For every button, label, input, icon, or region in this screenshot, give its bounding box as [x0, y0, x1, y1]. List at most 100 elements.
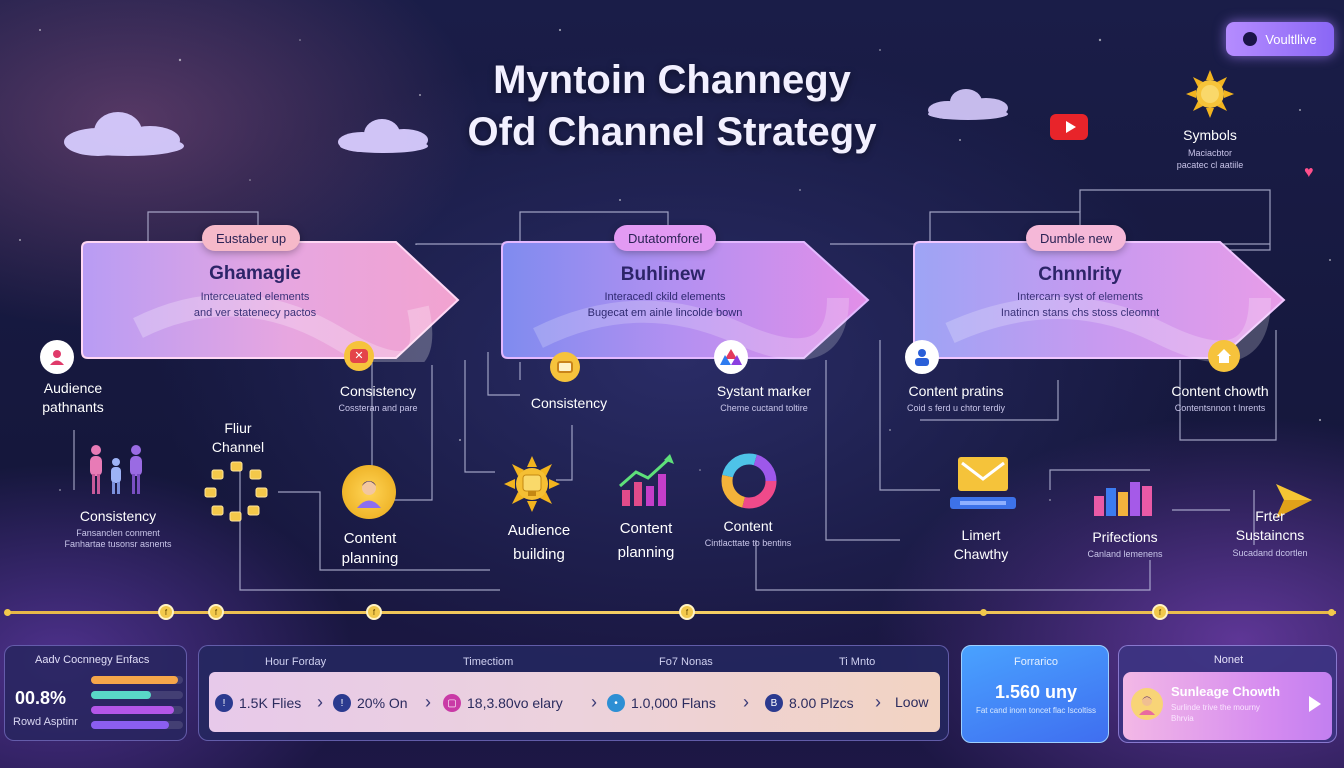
stage-sub-1-line1: Interceuated elements	[200, 291, 310, 303]
stage-sub-2-line1: Interacedl ckild elements	[604, 291, 726, 303]
stats-panel-blue: Forrarico 1.560 uny Fat cand inom toncet…	[961, 645, 1109, 743]
progress-fill	[91, 691, 151, 699]
node-content-planning-1-line2: planning	[341, 550, 399, 567]
logo-triangles-icon	[714, 340, 748, 374]
avatar-icon	[342, 465, 396, 519]
node-prifections-sub: Canland lemenens	[1087, 549, 1163, 559]
stage-pill-3[interactable]: Dumble new	[1026, 225, 1127, 251]
node-consistency-3: Consistency	[79, 508, 157, 524]
symbols-label: Symbols	[1183, 127, 1237, 143]
node-prifections: Prifections	[1092, 529, 1158, 545]
stage-pill-2[interactable]: Dutatomforel	[614, 225, 717, 251]
paper-plane-icon	[1276, 484, 1312, 518]
panel-purple-sub-line2: Bhrvia	[1171, 714, 1194, 723]
page-title-line1: Myntoin Channegy	[493, 58, 851, 102]
node-filter-channel-line1: Fliur	[224, 420, 252, 436]
node-content-planning-2: Content planning	[598, 517, 694, 565]
stat-item[interactable]: ! 20% On	[333, 694, 408, 712]
panel-left-head: Aadv Cocnnegy Enfacs	[35, 654, 150, 666]
stat-text: 1.5K Flies	[239, 695, 302, 711]
stats-panel-purple: Nonet Sunleage Chowth Surlinde trive the…	[1118, 645, 1337, 743]
panel-purple-card[interactable]: Sunleage Chowth Surlinde trive the mourn…	[1123, 672, 1332, 740]
stat-item[interactable]: ! 1.5K Flies	[215, 694, 301, 712]
node-audience-patnants-line2: pathnants	[42, 399, 104, 415]
timeline-marker[interactable]: f	[366, 604, 382, 620]
dot-icon: •	[607, 694, 625, 712]
node-filter-sustainens-sub: Sucadand dcortlen	[1232, 548, 1308, 558]
node-audience-building-line2: building	[513, 546, 565, 563]
node-content-pratins: Content pratins	[908, 383, 1004, 399]
stage-title-2: Buhlinew	[620, 264, 706, 285]
node-consistency-1: Consistency	[339, 383, 417, 399]
stats-panel-left: Aadv Cocnnegy Enfacs 00.8% Rowd Asptinr	[4, 645, 187, 741]
stat-trail[interactable]: Loow	[895, 694, 928, 710]
node-filter-sustainens: Frter Sustaincns	[1216, 507, 1324, 545]
info-icon: !	[215, 694, 233, 712]
panel-mid-header: Fo7 Nonas	[659, 656, 713, 668]
node-content-donut: Content	[723, 518, 773, 534]
live-button[interactable]: Voultllive	[1226, 22, 1334, 56]
page-title-line2: Ofd Channel Strategy	[467, 110, 877, 154]
node-filter-channel-line2: Channel	[211, 439, 265, 455]
cloud-decoration	[64, 112, 184, 156]
panel-blue-value: 1.560 uny	[994, 682, 1078, 702]
node-content-planning-2-line1: Content	[619, 520, 673, 537]
live-button-label: Voultllive	[1265, 31, 1317, 47]
node-filter-sustainens-line1: Frter	[1255, 508, 1285, 524]
ring-network-icon	[204, 461, 268, 522]
node-audience-building: Audience building	[484, 519, 594, 567]
stage-sub-1: Interceuated elements and ver statenecy …	[150, 289, 360, 321]
panel-purple-title: Sunleage Chowth	[1171, 684, 1281, 699]
progress-bar	[91, 706, 183, 714]
house-icon	[1208, 340, 1240, 372]
panel-mid-header: Timectiom	[463, 656, 514, 668]
timeline-bar	[6, 611, 1336, 614]
timeline-marker[interactable]: f	[679, 604, 695, 620]
progress-bar	[91, 691, 183, 699]
timeline-marker[interactable]: f	[208, 604, 224, 620]
panel-left-value: 00.8%	[15, 688, 67, 708]
panel-mid-header: Ti Mnto	[839, 656, 876, 668]
node-content-planning-1: Content planning	[322, 529, 418, 569]
chevron-right-icon: ›	[743, 692, 749, 712]
cloud-decoration	[928, 89, 1008, 120]
node-content-pratins-sub: Coid s ferd u chtor terdiy	[906, 403, 1006, 413]
panel-blue-head: Forrarico	[1013, 656, 1058, 668]
avatar-icon	[1131, 688, 1163, 720]
sun-icon	[1186, 70, 1234, 118]
node-content-chowth: Content chowth	[1171, 383, 1269, 399]
people-group-icon	[90, 445, 142, 494]
stage-sub-1-line2: and ver statenecy pactos	[193, 307, 317, 319]
node-consistency-3-sub: Fansanclen conment Fanhartae tusonsr asn…	[60, 528, 176, 550]
stat-text: 18,3.80vo elary	[467, 695, 563, 711]
symbols-sub-line1: Maciacbtor	[1187, 148, 1232, 158]
donut-chart-icon	[721, 453, 777, 509]
stat-item[interactable]: • 1.0,000 Flans	[607, 694, 716, 712]
stat-text: 1.0,000 Flans	[631, 695, 716, 711]
progress-fill	[91, 721, 170, 729]
progress-bar	[91, 721, 183, 729]
stat-item[interactable]: B 8.00 Plzcs	[765, 694, 854, 712]
timeline-marker[interactable]: f	[158, 604, 174, 620]
progress-bar	[91, 676, 183, 684]
timeline-marker[interactable]: f	[1152, 604, 1168, 620]
stage-pill-1[interactable]: Eustaber up	[202, 225, 301, 251]
node-audience-patnants: Audience pathnants	[28, 379, 118, 417]
node-audience-patnants-line1: Audience	[43, 380, 103, 396]
stage-arrow-1	[81, 241, 460, 362]
stat-item[interactable]: ▢ 18,3.80vo elary	[443, 694, 563, 712]
play-icon[interactable]	[1309, 696, 1321, 712]
node-systant-marker-sub: Cheme cuctand toltire	[720, 403, 808, 413]
stage-title-1: Ghamagie	[209, 263, 301, 284]
timeline-dot	[980, 609, 987, 616]
node-consistency-3-sub-line1: Fansanclen conment	[76, 528, 160, 538]
symbols-sub-line2: pacatec cl aatiile	[1176, 160, 1244, 170]
panel-purple-sub: Surlinde trive the mourny Bhrvia	[1171, 702, 1260, 724]
badge-b-icon: B	[765, 694, 783, 712]
stage-title-3: Chnnlrity	[1038, 264, 1122, 285]
square-icon: ▢	[443, 694, 461, 712]
stats-panel-middle: Hour Forday Timectiom Fo7 Nonas Ti Mnto …	[198, 645, 949, 741]
stage-arrow-2	[501, 241, 870, 361]
stage-sub-2-line2: Bugecat em ainle lincolde bown	[587, 307, 743, 319]
stage-sub-3-line2: Inatincn stans chs stoss cleomnt	[1000, 307, 1160, 319]
